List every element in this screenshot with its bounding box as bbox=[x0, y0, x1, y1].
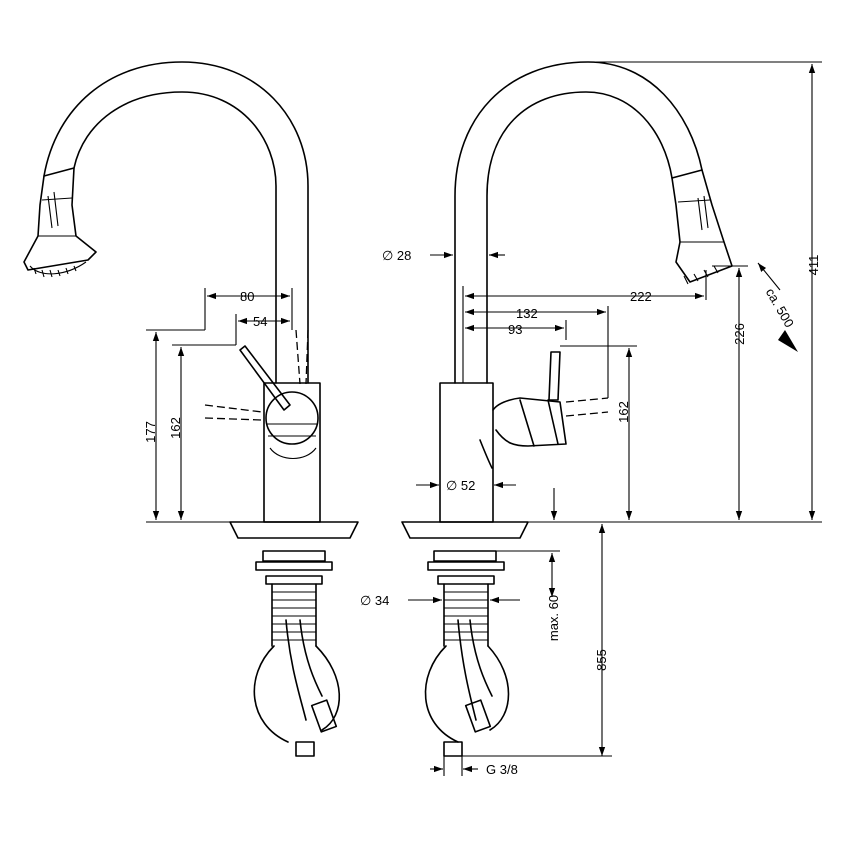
dim-g38-label: G 3/8 bbox=[486, 762, 518, 777]
left-faucet-view bbox=[23, 61, 359, 757]
dim-dia34-label: ∅ 34 bbox=[360, 593, 389, 608]
dim-162-left-label: 162 bbox=[168, 417, 183, 439]
dim-ca500-label: ca. 500 bbox=[763, 286, 797, 330]
right-faucet-body bbox=[439, 382, 494, 523]
dim-max60-label: max. 60 bbox=[546, 595, 561, 641]
left-spray-head bbox=[23, 167, 97, 271]
dim-226-label: 226 bbox=[732, 323, 747, 345]
left-faucet-body bbox=[263, 382, 321, 523]
right-spray-head bbox=[671, 169, 733, 283]
dim-80-label: 80 bbox=[240, 289, 254, 304]
right-lever-housing bbox=[492, 397, 567, 447]
right-spout-outer bbox=[454, 61, 703, 384]
left-cartridge bbox=[265, 391, 319, 445]
dim-411-label: 411 bbox=[806, 255, 821, 276]
dim-93-label: 93 bbox=[508, 322, 522, 337]
right-spout-inner bbox=[486, 91, 673, 384]
dim-dia52-label: ∅ 52 bbox=[446, 478, 475, 493]
left-deck-plate bbox=[229, 521, 359, 539]
left-lever bbox=[239, 345, 291, 411]
left-spout-inner bbox=[43, 61, 309, 384]
dim-222-label: 222 bbox=[630, 289, 652, 304]
dim-54-label: 54 bbox=[253, 314, 267, 329]
right-deck-plate bbox=[401, 521, 529, 539]
right-lever bbox=[548, 351, 561, 401]
left-spout-outer bbox=[73, 91, 277, 384]
dimension-lines bbox=[146, 61, 822, 776]
dim-162-right-label: 162 bbox=[616, 401, 631, 423]
right-faucet-view bbox=[401, 61, 733, 757]
dim-132-label: 132 bbox=[516, 306, 538, 321]
dim-dia28-label: ∅ 28 bbox=[382, 248, 411, 263]
dim-177-label: 177 bbox=[143, 421, 158, 443]
dim-855-label: 855 bbox=[594, 649, 609, 671]
